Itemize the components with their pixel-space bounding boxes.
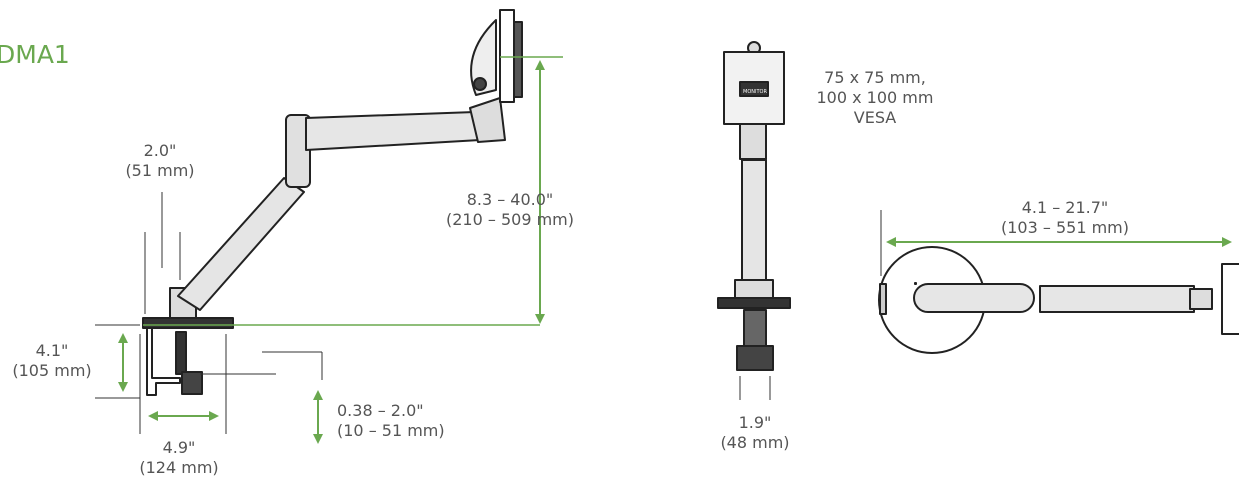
front-view-monitor-arm — [717, 41, 791, 371]
clamp-depth-label: 4.9"(124 mm) — [139, 438, 219, 477]
plate-label: MONITOR — [743, 89, 767, 95]
clamp-height-label: 4.1"(105 mm) — [12, 341, 92, 380]
side-view-monitor-arm — [142, 9, 523, 396]
height-range-label: 8.3 – 40.0"(210 – 509 mm) — [446, 190, 574, 229]
front-view-extension-lines — [739, 376, 771, 400]
side-view-dimension-lines — [118, 56, 563, 444]
side-view-extension-lines — [95, 192, 323, 434]
arm-width-label: 2.0"(51 mm) — [125, 141, 195, 180]
top-view-dimension-lines — [880, 210, 1232, 276]
top-view-monitor-arm — [878, 246, 1239, 354]
product-title: DMA1 — [0, 40, 70, 69]
reach-range-label: 4.1 – 21.7"(103 – 551 mm) — [1001, 198, 1129, 237]
pole-width-label: 1.9"(48 mm) — [720, 413, 790, 452]
desk-thickness-label: 0.38 – 2.0"(10 – 51 mm) — [337, 401, 445, 440]
